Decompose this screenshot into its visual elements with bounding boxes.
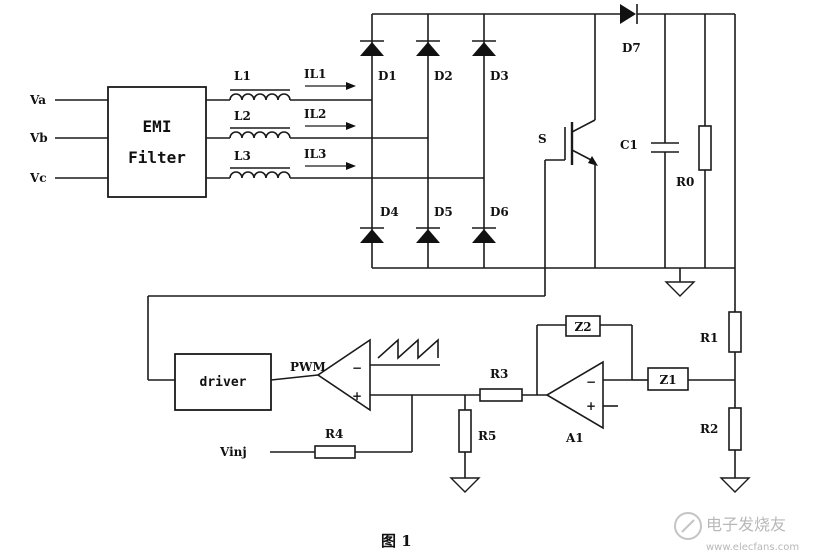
- resistor-r1: [728, 311, 742, 353]
- capacitor-c1-label: C1: [620, 138, 638, 152]
- emi-filter-box: [107, 86, 207, 198]
- resistor-r5: [458, 409, 472, 453]
- inductor-l1: [229, 89, 372, 101]
- inductor-l2: [229, 127, 428, 139]
- watermark-text: 电子发烧友: [706, 515, 786, 534]
- input-va-label: Va: [29, 93, 46, 107]
- resistor-r5-label: R5: [478, 429, 496, 443]
- amp-minus: −: [586, 375, 596, 389]
- diode-d7: [620, 4, 735, 24]
- current-il1-label: IL1: [304, 67, 326, 81]
- resistor-r3: [479, 388, 523, 402]
- driver-box: [174, 353, 272, 411]
- diode-d4: [360, 227, 384, 243]
- figure-caption: 图 1: [381, 532, 412, 550]
- resistor-r0-label: R0: [676, 175, 694, 189]
- diode-d7-label: D7: [622, 41, 641, 55]
- inductor-l3-label: L3: [234, 149, 251, 163]
- diode-d6: [472, 227, 496, 243]
- resistor-r4: [314, 445, 356, 459]
- diode-d1: [360, 40, 384, 56]
- diode-d2: [416, 40, 440, 56]
- diode-d5: [416, 227, 440, 243]
- ground-divider: [719, 477, 751, 493]
- input-lines: [55, 99, 108, 179]
- impedance-z1-label: Z1: [659, 373, 676, 387]
- diode-d4-label: D4: [380, 205, 399, 219]
- resistor-r2: [728, 407, 742, 451]
- switch-s: [544, 14, 598, 296]
- diode-d6-label: D6: [490, 205, 509, 219]
- current-arrows: [305, 82, 356, 170]
- capacitor-c1: [651, 14, 679, 268]
- ground-r5: [449, 477, 481, 493]
- switch-s-label: S: [538, 132, 547, 146]
- diode-d3-label: D3: [490, 69, 509, 83]
- input-vc-label: Vc: [29, 171, 47, 185]
- impedance-z2-label: Z2: [574, 320, 591, 334]
- comparator-plus: +: [352, 389, 362, 403]
- sawtooth-wave: [377, 338, 439, 360]
- diode-d2-label: D2: [434, 69, 453, 83]
- input-vb-label: Vb: [29, 131, 48, 145]
- resistor-r2-label: R2: [700, 422, 718, 436]
- watermark-url: www.elecfans.com: [706, 542, 799, 553]
- pwm-label: PWM: [290, 360, 326, 374]
- emi-filter-label-1: EMI: [143, 117, 172, 136]
- driver-label: driver: [200, 375, 247, 390]
- resistor-r0: [698, 14, 712, 268]
- diode-d1-label: D1: [378, 69, 397, 83]
- rectifier-bridge: [371, 13, 735, 269]
- amp-plus: +: [586, 399, 596, 413]
- pwm-comparator: [270, 338, 440, 412]
- impedance-z1: [647, 367, 689, 391]
- diode-d5-label: D5: [434, 205, 453, 219]
- watermark-logo-icon: [674, 512, 702, 540]
- watermark: 电子发烧友 www.elecfans.com: [674, 512, 799, 553]
- amplifier-a1-label: A1: [565, 431, 584, 445]
- emi-filter-label-2: Filter: [128, 148, 186, 167]
- current-il2-label: IL2: [304, 107, 326, 121]
- vinj-label: Vinj: [219, 445, 247, 459]
- current-il3-label: IL3: [304, 147, 326, 161]
- comparator-minus: −: [352, 361, 362, 375]
- inductor-l2-label: L2: [234, 109, 251, 123]
- amplifier-a1: [545, 360, 632, 430]
- resistor-r1-label: R1: [700, 331, 718, 345]
- ground-output: [664, 268, 696, 297]
- resistor-r3-label: R3: [490, 367, 508, 381]
- diode-d3: [472, 40, 496, 56]
- impedance-z2: [565, 315, 601, 337]
- inductor-l3: [229, 167, 484, 179]
- resistor-r4-label: R4: [325, 427, 343, 441]
- inductor-l1-label: L1: [234, 69, 251, 83]
